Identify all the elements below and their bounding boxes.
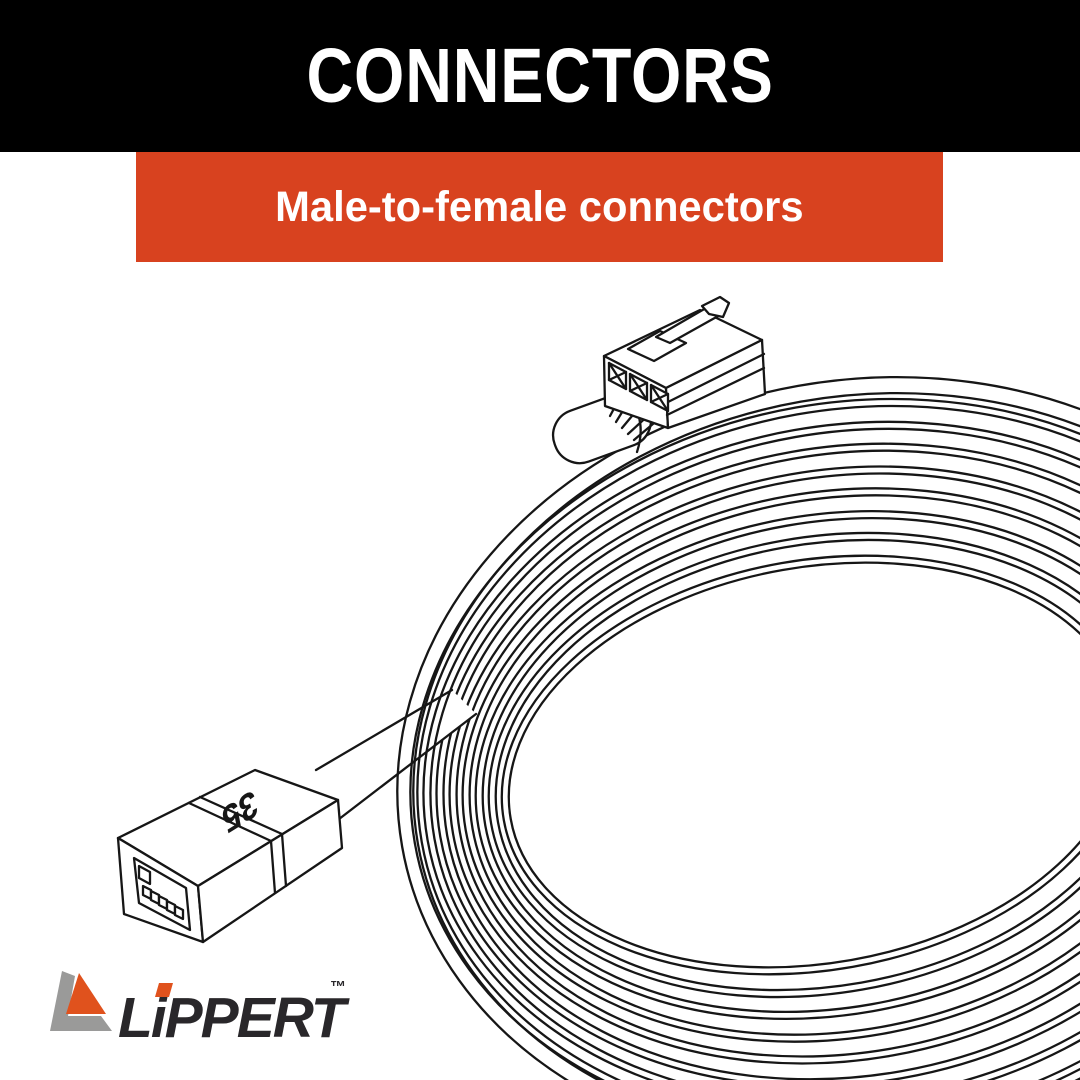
header-banner: CONNECTORS: [0, 0, 1080, 152]
lippert-logo-icon: [50, 971, 112, 1031]
female-connector: 35: [116, 768, 344, 944]
logo-wordmark: LiPPERT: [118, 986, 350, 1050]
coil-outer-bands: [396, 376, 1080, 1080]
terminal-cavities: [607, 361, 670, 413]
page-title: CONNECTORS: [306, 32, 774, 119]
lippert-logo: LiPPERT ™: [50, 971, 352, 1050]
logo-i-dot: [155, 983, 173, 997]
logo-gray-band: [50, 971, 112, 1031]
sub-banner: Male-to-female connectors: [136, 152, 943, 262]
male-connector: [602, 295, 767, 430]
coil-inner-bands: [435, 442, 1080, 1080]
logo-trademark: ™: [330, 979, 346, 996]
sub-banner-label: Male-to-female connectors: [275, 182, 804, 231]
logo-orange-triangle: [66, 973, 106, 1014]
ribbon-cable: [314, 688, 478, 828]
latch-clip: [626, 295, 731, 363]
